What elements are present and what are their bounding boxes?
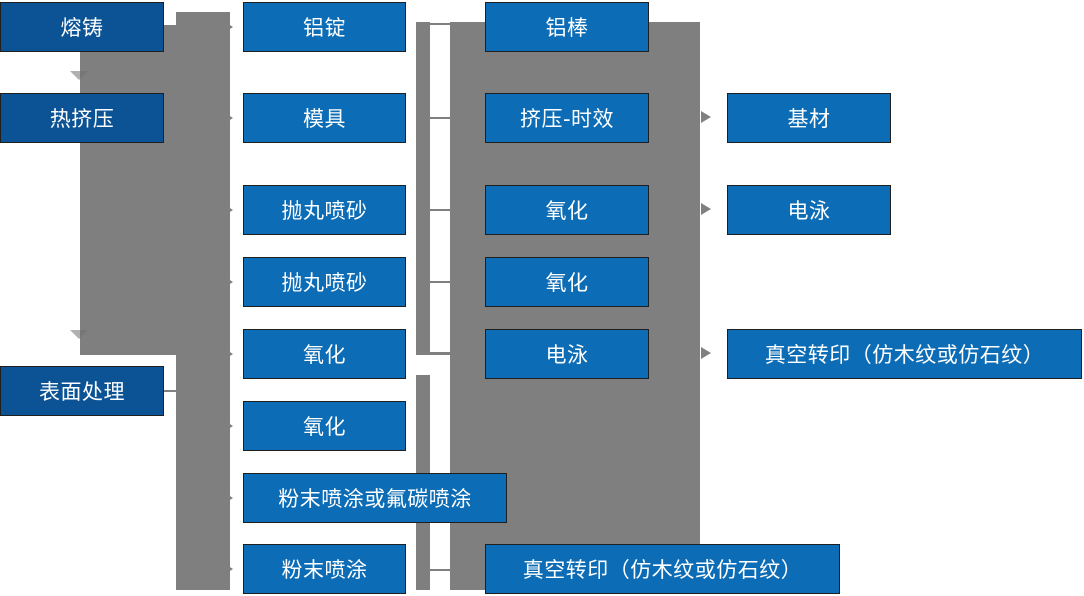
process-label-c4-1: 基材 bbox=[787, 107, 831, 131]
process-box-c2-5[interactable]: 氧化 bbox=[243, 326, 409, 382]
connector-tick-6 bbox=[430, 569, 452, 571]
arrow-to-c4-2 bbox=[701, 203, 711, 215]
process-label-c2-6: 氧化 bbox=[303, 415, 346, 439]
process-box-c4-3[interactable]: 真空转印（仿木纹或仿石纹） bbox=[727, 326, 1084, 382]
connector-tick-3 bbox=[430, 209, 452, 211]
arrow-to-c2-7 bbox=[222, 491, 233, 505]
connector-trunk-upper bbox=[80, 25, 176, 355]
process-label-c2-5: 氧化 bbox=[303, 343, 346, 367]
stage-label-casting: 熔铸 bbox=[60, 16, 104, 40]
process-box-c3-3[interactable]: 氧化 bbox=[485, 182, 652, 238]
process-label-c4-3: 真空转印（仿木纹或仿石纹） bbox=[764, 343, 1045, 367]
process-label-c2-7: 粉末喷涂或氟碳喷涂 bbox=[278, 487, 472, 511]
process-box-c3-4[interactable]: 氧化 bbox=[485, 254, 652, 310]
arrow-to-c2-5 bbox=[222, 347, 233, 361]
arrow-to-c4-1 bbox=[701, 111, 711, 123]
process-box-c3-1[interactable]: 铝棒 bbox=[485, 0, 652, 55]
process-label-c2-8: 粉末喷涂 bbox=[281, 558, 368, 582]
process-box-c2-2[interactable]: 模具 bbox=[243, 90, 409, 146]
arrow-to-c2-6 bbox=[222, 419, 233, 433]
process-box-c3-6[interactable]: 真空转印（仿木纹或仿石纹） bbox=[485, 541, 843, 596]
connector-trunk-main bbox=[176, 12, 230, 590]
process-box-c4-2[interactable]: 电泳 bbox=[727, 182, 894, 238]
stage-label-surface: 表面处理 bbox=[39, 380, 125, 404]
stage-label-extrusion: 热挤压 bbox=[49, 107, 115, 131]
process-label-c2-1: 铝锭 bbox=[303, 16, 346, 40]
stage-box-extrusion[interactable]: 热挤压 bbox=[0, 90, 167, 146]
connector-tick-2 bbox=[430, 117, 452, 119]
process-label-c3-5: 电泳 bbox=[545, 343, 589, 367]
process-box-c3-5[interactable]: 电泳 bbox=[485, 326, 652, 382]
arrow-to-c2-1 bbox=[222, 20, 233, 34]
process-label-c2-2: 模具 bbox=[303, 107, 346, 131]
process-label-c3-2: 挤压-时效 bbox=[519, 107, 615, 131]
arrow-to-c2-3 bbox=[222, 203, 233, 217]
arrow-to-c2-2 bbox=[222, 111, 233, 125]
connector-tick-1 bbox=[430, 23, 452, 25]
process-box-c2-1[interactable]: 铝锭 bbox=[243, 0, 409, 55]
process-label-c3-6: 真空转印（仿木纹或仿石纹） bbox=[522, 558, 803, 582]
arrow-down-to-extrusion bbox=[70, 71, 88, 80]
stage-box-surface[interactable]: 表面处理 bbox=[0, 363, 167, 419]
process-box-c4-1[interactable]: 基材 bbox=[727, 90, 894, 146]
arrow-to-c2-4 bbox=[222, 275, 233, 289]
process-label-c2-3: 抛丸喷砂 bbox=[281, 199, 368, 223]
process-label-c3-1: 铝棒 bbox=[545, 16, 589, 40]
connector-surface-stub bbox=[164, 390, 182, 392]
process-label-c3-3: 氧化 bbox=[545, 199, 589, 223]
process-label-c3-4: 氧化 bbox=[545, 271, 589, 295]
process-label-c4-2: 电泳 bbox=[787, 199, 831, 223]
process-box-c2-3[interactable]: 抛丸喷砂 bbox=[243, 182, 409, 238]
connector-tick-4 bbox=[430, 281, 452, 283]
stage-box-casting[interactable]: 熔铸 bbox=[0, 0, 167, 55]
arrow-to-c2-8 bbox=[222, 562, 233, 576]
connector-tick-5 bbox=[430, 353, 452, 355]
arrow-down-to-surface bbox=[70, 330, 88, 339]
process-box-c2-7[interactable]: 粉末喷涂或氟碳喷涂 bbox=[243, 470, 510, 526]
arrow-to-c4-3 bbox=[701, 347, 711, 359]
process-box-c2-4[interactable]: 抛丸喷砂 bbox=[243, 254, 409, 310]
process-box-c2-8[interactable]: 粉末喷涂 bbox=[243, 541, 409, 596]
process-box-c3-2[interactable]: 挤压-时效 bbox=[485, 90, 652, 146]
connector-mid-bar-upper bbox=[416, 22, 430, 355]
process-label-c2-4: 抛丸喷砂 bbox=[281, 271, 368, 295]
process-box-c2-6[interactable]: 氧化 bbox=[243, 398, 409, 454]
